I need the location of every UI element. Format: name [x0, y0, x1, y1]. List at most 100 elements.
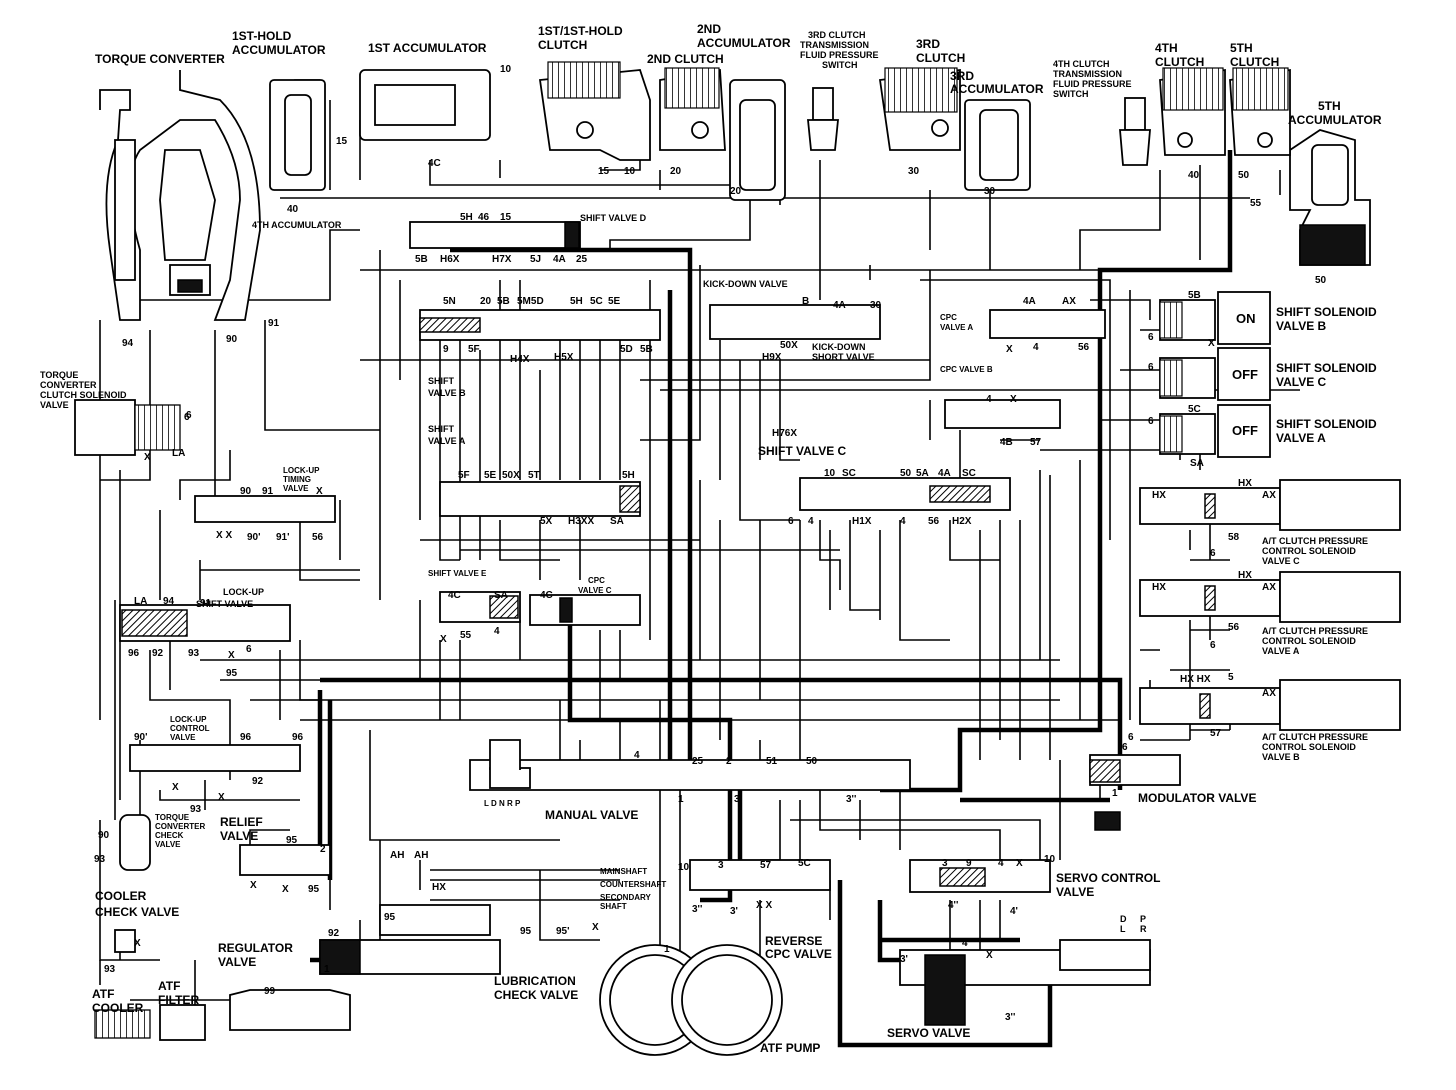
torque-converter-body — [99, 70, 261, 321]
port: 3' — [730, 906, 738, 917]
port: X — [172, 782, 179, 793]
port: X — [134, 938, 141, 949]
label-reverse-cpc-2: CPC VALVE — [765, 947, 832, 961]
port-labels: 10 15 4C 15 10 20 20 30 30 40 40 50 55 5… — [94, 64, 1327, 1023]
label-cooler-check-1: COOLER — [95, 889, 147, 903]
port: 5F — [468, 344, 480, 355]
port: 3 — [718, 860, 724, 871]
label-3rd-switch-3: FLUID PRESSURE — [800, 50, 879, 60]
pressure-control-bodies — [1139, 479, 1401, 731]
port: 46 — [478, 212, 490, 223]
clutches — [538, 61, 1291, 161]
port: 55 — [1250, 198, 1262, 209]
port: 5A — [916, 468, 929, 479]
port: X — [440, 634, 447, 645]
label-shift-valve-d: SHIFT VALVE D — [580, 213, 647, 223]
port: 5H — [622, 470, 635, 481]
port: 6 — [246, 644, 252, 655]
port: 94 — [122, 338, 134, 349]
port: 4' — [962, 938, 970, 949]
port: 5C — [1188, 404, 1201, 415]
port: 4A — [833, 300, 846, 311]
label-tc-check-4: VALVE — [155, 840, 181, 849]
port: 3 — [734, 794, 740, 805]
pcs-b-port-4: 57 — [1210, 728, 1222, 739]
port: 20 — [480, 296, 492, 307]
port: 5D — [620, 344, 633, 355]
label-1st-hold-accum-2: ACCUMULATOR — [232, 43, 326, 57]
port: H1X — [852, 516, 872, 527]
port: LA — [134, 596, 147, 607]
label-regulator-2: VALVE — [218, 955, 256, 969]
label-pos-d: D — [1120, 914, 1127, 924]
pcs-a-label-1: A/T CLUTCH PRESSURE — [1262, 626, 1368, 636]
port: 5C — [590, 296, 603, 307]
port: 5C — [798, 858, 811, 869]
port: 5B — [1188, 290, 1201, 301]
label-3rd-clutch-2: CLUTCH — [916, 51, 965, 65]
port: 10 — [624, 166, 636, 177]
port: SC — [842, 468, 856, 479]
port: 4C — [428, 158, 441, 169]
port: 15 — [500, 212, 512, 223]
label-tcc-2: CONVERTER — [40, 380, 97, 390]
port: 4' — [1010, 906, 1018, 917]
port: 5B — [640, 344, 653, 355]
label-kd-short-1: KICK-DOWN — [812, 342, 866, 352]
label-kick-down-valve: KICK-DOWN VALVE — [703, 279, 788, 289]
solenoid-c-state: OFF — [1232, 367, 1258, 382]
port: 25 — [576, 254, 588, 265]
port: 96 — [292, 732, 304, 743]
port: 4'' — [948, 900, 958, 911]
port: X — [250, 880, 257, 891]
label-1st-hold-clutch-1: 1ST/1ST-HOLD — [538, 24, 623, 38]
port: 92 — [328, 928, 340, 939]
port: 10 — [1044, 854, 1056, 865]
label-lu-timing-2: TIMING — [283, 475, 311, 484]
port: H5X — [554, 352, 574, 363]
label-1st-accumulator: 1ST ACCUMULATOR — [368, 41, 487, 55]
label-3rd-switch-4: SWITCH — [822, 60, 858, 70]
label-shift-b-1: SHIFT — [428, 376, 455, 386]
port: 50 — [900, 468, 912, 479]
port: 10 — [824, 468, 836, 479]
port: 90 — [240, 486, 252, 497]
port: 56 — [1078, 342, 1090, 353]
port: 5E — [608, 296, 621, 307]
port: 92 — [252, 776, 264, 787]
port: X — [316, 486, 323, 497]
port: 40 — [1188, 170, 1200, 181]
pcs-c-port-4: 58 — [1228, 532, 1240, 543]
label-reverse-cpc-1: REVERSE — [765, 934, 822, 948]
solenoid-b-label-1: SHIFT SOLENOID — [1276, 305, 1377, 319]
label-cooler-check-2: CHECK VALVE — [95, 905, 179, 919]
label-manual-positions: L D N R P — [484, 799, 521, 808]
port: 55 — [460, 630, 472, 641]
label-lu-control-2: CONTROL — [170, 724, 210, 733]
port: 15 — [598, 166, 610, 177]
label-shift-valve-e: SHIFT VALVE E — [428, 569, 487, 578]
port: 3'' — [846, 794, 856, 805]
port: 5N — [443, 296, 456, 307]
port: 9 — [966, 858, 972, 869]
label-5th-accum-2: ACCUMULATOR — [1288, 113, 1382, 127]
port: X — [1010, 394, 1017, 405]
label-tc-check-2: CONVERTER — [155, 822, 205, 831]
port: 9 — [443, 344, 449, 355]
label-3rd-switch-2: TRANSMISSION — [800, 40, 869, 50]
label-atf-filter-1: ATF — [158, 979, 180, 993]
port: 95' — [556, 926, 570, 937]
port: 4 — [494, 626, 500, 637]
port: 93 — [190, 804, 202, 815]
label-tcc-1: TORQUE — [40, 370, 78, 380]
port: 5M5D — [517, 296, 544, 307]
label-shift-a-2: VALVE A — [428, 436, 466, 446]
pcs-a-port-3: AX — [1262, 582, 1276, 593]
port: X — [218, 792, 225, 803]
pcs-a-label-2: CONTROL SOLENOID — [1262, 636, 1356, 646]
label-1st-hold-clutch-2: CLUTCH — [538, 38, 587, 52]
label-modulator-valve: MODULATOR VALVE — [1138, 791, 1256, 805]
label-4th-switch-2: TRANSMISSION — [1053, 69, 1122, 79]
label-relief-1: RELIEF — [220, 815, 263, 829]
label-lu-control-1: LOCK-UP — [170, 715, 207, 724]
